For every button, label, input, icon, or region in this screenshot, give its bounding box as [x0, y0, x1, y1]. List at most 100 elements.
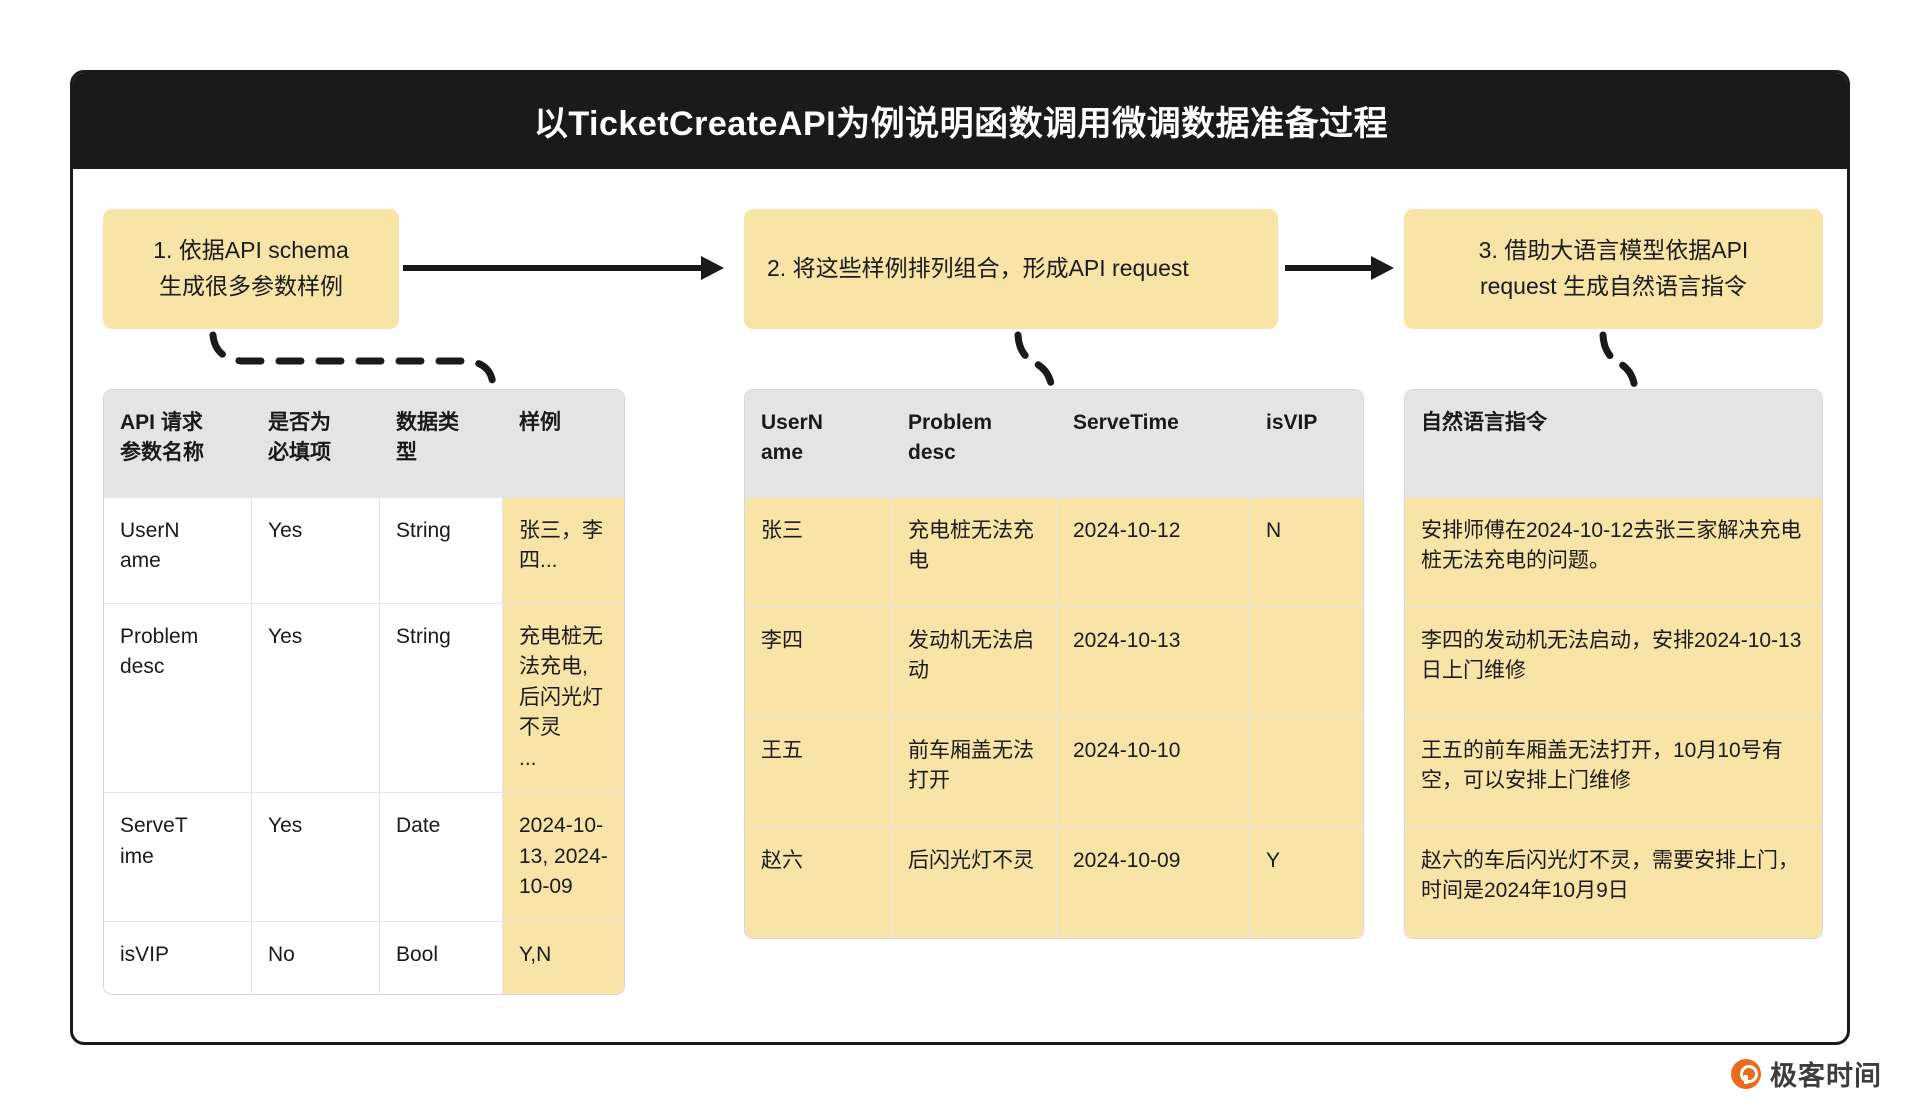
- table-row: 王五的前车厢盖无法打开，10月10号有空，可以安排上门维修: [1405, 718, 1822, 828]
- table-header-row: 自然语言指令: [1405, 390, 1822, 498]
- t1-h4-l1: 样例: [519, 411, 561, 434]
- page-title: 以TicketCreateAPI为例说明函数调用微调数据准备过程: [533, 105, 1389, 143]
- t1-h2-l1: 是否为: [268, 411, 331, 434]
- t2-r4-servetime: 2024-10-09: [1057, 828, 1250, 938]
- table-row: ServeT ime Yes Date 2024-10-13, 2024-10-…: [104, 793, 624, 922]
- table-row: isVIP No Bool Y,N: [104, 921, 624, 994]
- t3-r3-instruction: 王五的前车厢盖无法打开，10月10号有空，可以安排上门维修: [1405, 718, 1822, 828]
- t2-h2-l2: desc: [908, 441, 956, 465]
- t2-r3-problem: 前车厢盖无法打开: [892, 718, 1057, 828]
- t1-r1-type: String: [380, 498, 503, 604]
- t1-r1-name: UserN ame: [104, 498, 252, 604]
- t2-h3-l1: ServeTime: [1073, 411, 1179, 434]
- t1-r3-name-l2: ime: [120, 844, 154, 868]
- t2-h1-l1: UserN: [761, 411, 823, 434]
- table-row: 李四 发动机无法启动 2024-10-13: [745, 608, 1363, 718]
- api-schema-table: API 请求 参数名称 是否为 必填项 数据类 型 样例: [103, 389, 625, 995]
- t1-r2-name-l1: Problem: [120, 625, 199, 648]
- t1-r3-sample: 2024-10-13, 2024-10-09: [503, 793, 624, 922]
- t1-r2-sample: 充电桩无法充电, 后闪光灯不灵 ...: [503, 604, 624, 794]
- t1-header-datatype: 数据类 型: [380, 390, 503, 498]
- t1-h3-l1: 数据类: [396, 411, 459, 434]
- t1-h1-l2: 参数名称: [120, 441, 204, 465]
- t3-r4-instruction: 赵六的车后闪光灯不灵，需要安排上门，时间是2024年10月9日: [1405, 828, 1822, 938]
- table-row: UserN ame Yes String 张三，李四...: [104, 498, 624, 604]
- t1-r1-required: Yes: [252, 498, 380, 604]
- brand-logo-text: 极客时间: [1770, 1061, 1882, 1091]
- slide-title-bar: 以TicketCreateAPI为例说明函数调用微调数据准备过程: [73, 73, 1847, 169]
- t2-header-problemdesc: Problem desc: [892, 390, 1057, 498]
- t2-header-servetime: ServeTime: [1057, 390, 1250, 498]
- t2-r1-username: 张三: [745, 498, 892, 608]
- table-row: 王五 前车厢盖无法打开 2024-10-10: [745, 718, 1363, 828]
- t1-r4-type: Bool: [380, 921, 503, 994]
- arrow-step1-to-step2: [403, 256, 724, 280]
- t2-h1-l2: ame: [761, 441, 804, 465]
- t2-r4-username: 赵六: [745, 828, 892, 938]
- t1-r4-sample: Y,N: [503, 921, 624, 994]
- geektime-logo-icon: [1731, 1058, 1761, 1089]
- t1-r1-name-l2: ame: [120, 549, 161, 573]
- table-header-row: UserN ame Problem desc ServeTime isVIP: [745, 390, 1363, 498]
- t1-r2-name: Problem desc: [104, 604, 252, 794]
- table-row: 赵六的车后闪光灯不灵，需要安排上门，时间是2024年10月9日: [1405, 828, 1822, 938]
- t2-r1-problem: 充电桩无法充电: [892, 498, 1057, 608]
- api-request-table: UserN ame Problem desc ServeTime isVIP: [744, 389, 1364, 939]
- t1-r1-sample: 张三，李四...: [503, 498, 624, 604]
- t2-r2-isvip: [1250, 608, 1363, 718]
- dashed-connector-1: [209, 331, 497, 395]
- t2-r1-isvip: N: [1250, 498, 1363, 608]
- step-1-line-2: 生成很多参数样例: [158, 273, 343, 299]
- t2-h4-l1: isVIP: [1266, 411, 1318, 434]
- step-box-3: 3. 借助大语言模型依据API request 生成自然语言指令: [1404, 209, 1823, 329]
- step-3-line-2: request 生成自然语言指令: [1479, 273, 1748, 299]
- t1-h2-l2: 必填项: [268, 441, 331, 465]
- t2-r2-problem: 发动机无法启动: [892, 608, 1057, 718]
- t2-header-isvip: isVIP: [1250, 390, 1363, 498]
- t1-header-param-name: API 请求 参数名称: [104, 390, 252, 498]
- step-2-line-1: 2. 将这些样例排列组合，形成API request: [767, 255, 1189, 282]
- t1-r2-required: Yes: [252, 604, 380, 794]
- t1-r3-name-l1: ServeT: [120, 814, 188, 838]
- t1-r1-name-l1: UserN: [120, 519, 180, 542]
- table-row: 安排师傅在2024-10-12去张三家解决充电桩无法充电的问题。: [1405, 498, 1822, 608]
- t2-r3-servetime: 2024-10-10: [1057, 718, 1250, 828]
- dashed-connector-2: [1014, 331, 1056, 395]
- t1-r2-type: String: [380, 604, 503, 794]
- t1-r4-required: No: [252, 921, 380, 994]
- t1-r3-name: ServeT ime: [104, 793, 252, 922]
- step-1-line-1: 1. 依据API schema: [153, 237, 349, 264]
- slide-frame: 以TicketCreateAPI为例说明函数调用微调数据准备过程 1. 依据AP…: [70, 70, 1850, 1045]
- brand-logo: 极客时间: [1731, 1054, 1882, 1093]
- t1-h1-l1: API 请求: [120, 411, 203, 434]
- t3-r2-instruction: 李四的发动机无法启动，安排2024-10-13日上门维修: [1405, 608, 1822, 718]
- t2-r1-servetime: 2024-10-12: [1057, 498, 1250, 608]
- step-box-2: 2. 将这些样例排列组合，形成API request: [744, 209, 1278, 329]
- t1-r2-name-l2: desc: [120, 655, 165, 679]
- dashed-connector-3: [1599, 331, 1639, 395]
- t1-r3-type: Date: [380, 793, 503, 922]
- table-row: 李四的发动机无法启动，安排2024-10-13日上门维修: [1405, 608, 1822, 718]
- t1-r4-name: isVIP: [104, 921, 252, 994]
- t2-h2-l1: Problem: [908, 411, 993, 434]
- t2-r3-isvip: [1250, 718, 1363, 828]
- t2-r4-problem: 后闪光灯不灵: [892, 828, 1057, 938]
- t2-r2-username: 李四: [745, 608, 892, 718]
- arrow-step2-to-step3: [1285, 256, 1394, 280]
- t2-header-username: UserN ame: [745, 390, 892, 498]
- t2-r4-isvip: Y: [1250, 828, 1363, 938]
- table-header-row: API 请求 参数名称 是否为 必填项 数据类 型 样例: [104, 390, 624, 498]
- table-row: 赵六 后闪光灯不灵 2024-10-09 Y: [745, 828, 1363, 938]
- t2-r2-servetime: 2024-10-13: [1057, 608, 1250, 718]
- t1-h3-l2: 型: [396, 441, 417, 465]
- t1-header-required: 是否为 必填项: [252, 390, 380, 498]
- t2-r3-username: 王五: [745, 718, 892, 828]
- t1-header-sample: 样例: [503, 390, 624, 498]
- step-3-line-1: 3. 借助大语言模型依据API: [1478, 237, 1749, 264]
- nl-instruction-table: 自然语言指令 安排师傅在2024-10-12去张三家解决充电桩无法充电的问题。 …: [1404, 389, 1823, 939]
- table-row: 张三 充电桩无法充电 2024-10-12 N: [745, 498, 1363, 608]
- t3-r1-instruction: 安排师傅在2024-10-12去张三家解决充电桩无法充电的问题。: [1405, 498, 1822, 608]
- step-box-1: 1. 依据API schema 生成很多参数样例: [103, 209, 399, 329]
- table-row: Problem desc Yes String 充电桩无法充电, 后闪光灯不灵 …: [104, 604, 624, 794]
